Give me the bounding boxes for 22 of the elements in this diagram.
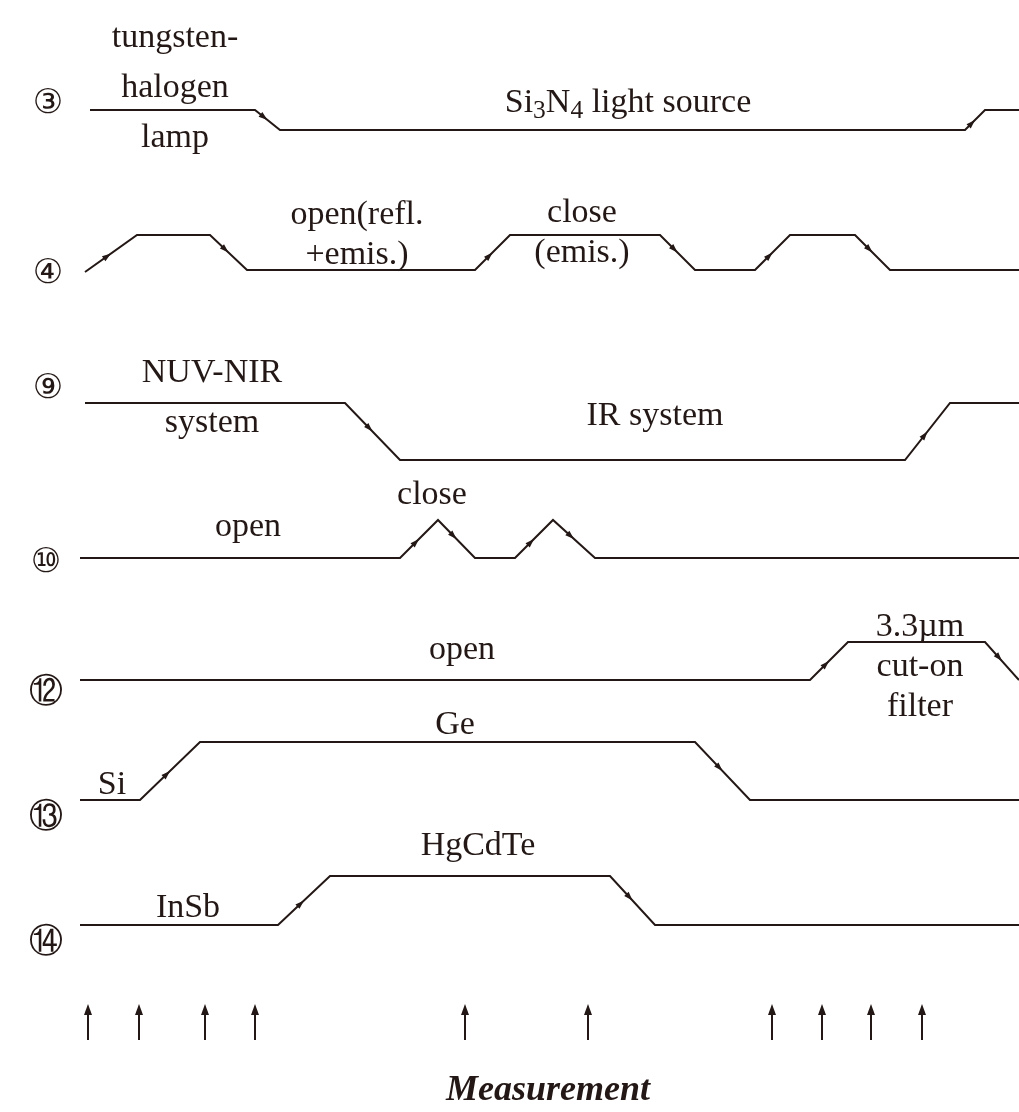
state-label: open — [428, 628, 496, 668]
state-label: open — [214, 505, 282, 545]
row-number: ⑫ — [29, 673, 63, 707]
state-label: NUV-NIR system — [140, 351, 284, 441]
state-label: 3.3µm cut-on filter — [874, 605, 966, 725]
state-label: IR system — [586, 394, 724, 434]
row-number: ⑨ — [32, 369, 64, 403]
state-label: close (emis.) — [533, 191, 631, 271]
state-label: Si$_{3}$N$_{4}$ light source — [504, 81, 752, 121]
state-label: close — [397, 473, 467, 513]
axis-title: Measurement — [446, 1070, 650, 1106]
state-label: Ge — [435, 703, 475, 743]
row-number: ⑬ — [29, 798, 63, 832]
row-number: ④ — [32, 254, 64, 288]
state-label: tungsten- halogen lamp — [110, 16, 240, 156]
state-label: Si — [97, 763, 127, 803]
row-number: ⑭ — [29, 923, 63, 957]
state-label: InSb — [155, 886, 221, 926]
row-number: ③ — [32, 84, 64, 118]
row-number: ⑩ — [30, 543, 62, 577]
state-label: HgCdTe — [420, 824, 536, 864]
state-label: open(refl. +emis.) — [289, 193, 425, 273]
